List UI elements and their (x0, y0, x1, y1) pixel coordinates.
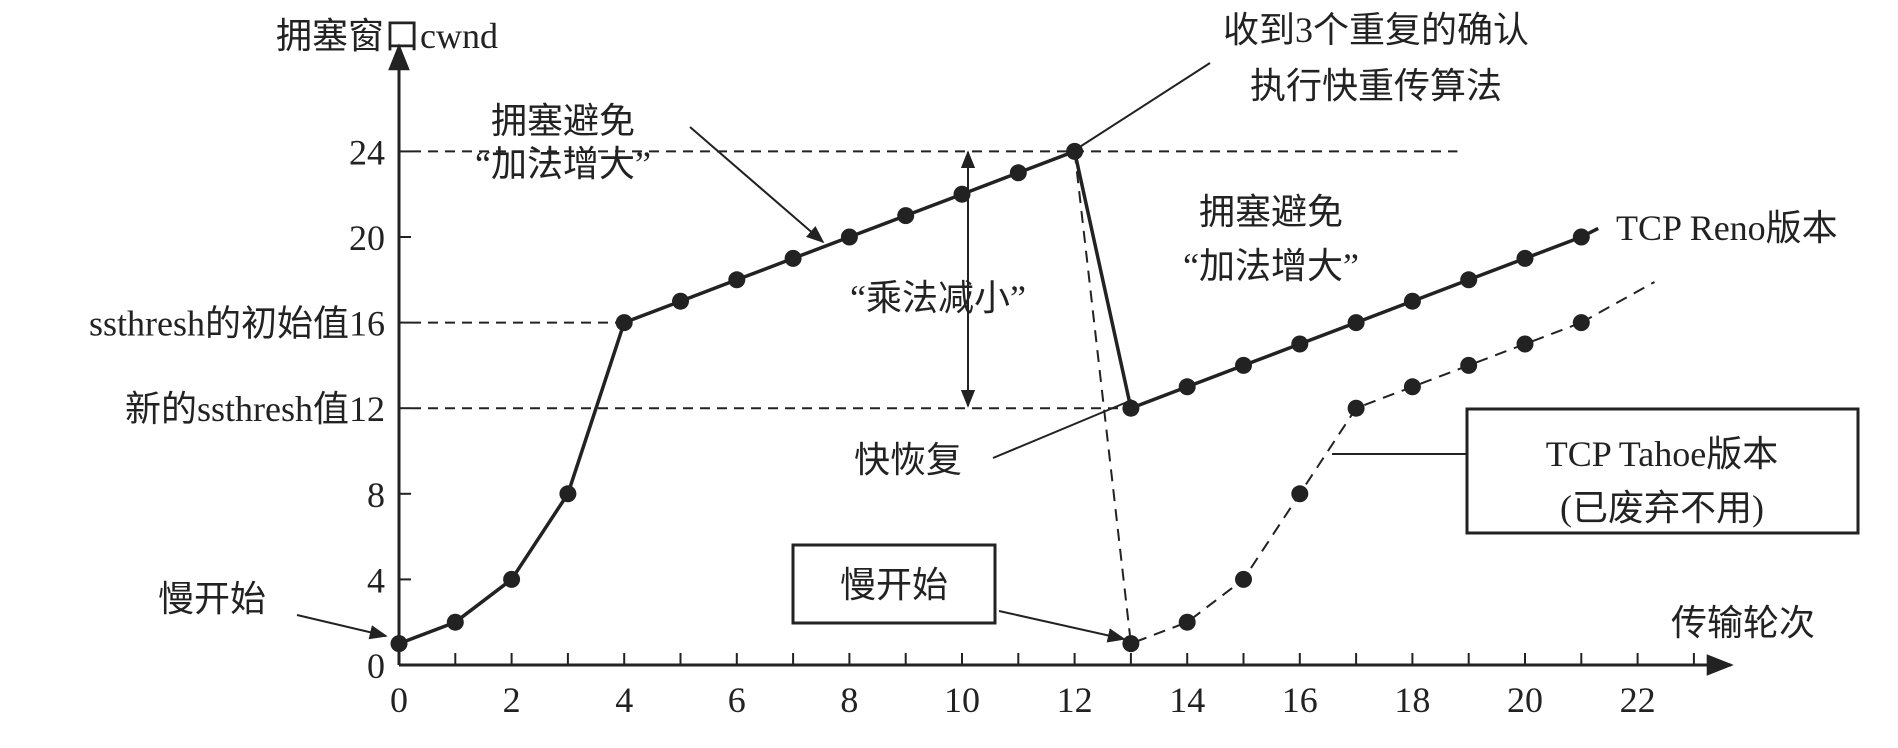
x-tick-label: 22 (1620, 680, 1656, 720)
tahoe-point (1347, 399, 1365, 417)
reno-point (615, 314, 633, 332)
reno-series-label: TCP Reno版本 (1616, 208, 1838, 248)
annotation-ca1-line1: 拥塞避免 (491, 101, 635, 141)
y-tick-label: ssthresh的初始值16 (89, 304, 385, 344)
reno-point (1572, 228, 1590, 246)
slow-start-box (791, 543, 997, 625)
ca1-arrow (689, 126, 825, 244)
x-tick-label: 10 (944, 680, 980, 720)
tahoe-point (1122, 635, 1140, 653)
reno-point (897, 207, 915, 225)
x-tick-label: 6 (728, 680, 746, 720)
y-tick-label: 20 (349, 218, 385, 258)
annotation-triple-ack-1: 收到3个重复的确认 (1223, 10, 1529, 50)
x-axis-title: 传输轮次 (1671, 603, 1815, 643)
fast-recovery-leader (992, 399, 1133, 459)
reno-point (728, 271, 746, 289)
tahoe-point (1516, 335, 1534, 353)
x-tick-label: 16 (1282, 680, 1318, 720)
slow-start-left-arrow (296, 614, 388, 640)
tahoe-point (1403, 378, 1421, 396)
annotation-ca2-line1: 拥塞避免 (1199, 192, 1343, 232)
reno-point (784, 249, 802, 267)
tahoe-series-label-2: (已废弃不用) (1560, 488, 1764, 528)
annotation-slow-start-left: 慢开始 (158, 579, 266, 619)
reno-point (1516, 249, 1534, 267)
tahoe-label-box (1465, 407, 1860, 535)
tahoe-point (1572, 314, 1590, 332)
reno-point (672, 292, 689, 310)
x-tick-label: 12 (1057, 680, 1093, 720)
tahoe-series-label-1: TCP Tahoe版本 (1546, 434, 1778, 474)
reno-point (1347, 314, 1365, 332)
reno-point (1178, 378, 1196, 396)
x-tick-label: 14 (1169, 680, 1205, 720)
annotation-slow-start-box: 慢开始 (840, 565, 948, 605)
reno-point (1235, 356, 1252, 374)
x-tick-label: 4 (615, 680, 633, 720)
y-axis-title: 拥塞窗口cwnd (276, 16, 498, 56)
tahoe-line-extension (1580, 281, 1655, 324)
annotation-ca1-line2: “加法增大” (475, 144, 651, 184)
annotation-ca2-line2: “加法增大” (1183, 246, 1359, 286)
y-tick-label: 0 (367, 646, 385, 686)
reno-point (840, 228, 858, 246)
x-tick-label: 20 (1507, 680, 1543, 720)
annotation-fast-recovery: 快恢复 (854, 440, 962, 480)
y-tick-label: 8 (367, 475, 385, 515)
reno-point (446, 613, 464, 631)
tahoe-line (1073, 151, 1582, 645)
x-tick-label: 0 (390, 680, 408, 720)
reno-point (503, 570, 521, 588)
reno-point (1403, 292, 1421, 310)
y-tick-label: 4 (367, 560, 385, 600)
triple-ack-leader (1074, 62, 1211, 151)
annotation-multiplicative-decrease: “乘法减小” (850, 278, 1026, 318)
tahoe-point (1235, 570, 1252, 588)
slow-start-box-arrow (998, 610, 1126, 643)
reno-point (1009, 164, 1027, 182)
y-tick-label: 新的ssthresh值12 (125, 389, 385, 429)
x-tick-label: 8 (840, 680, 858, 720)
x-tick-label: 18 (1394, 680, 1430, 720)
tahoe-point (1178, 613, 1196, 631)
reno-point (390, 635, 408, 653)
y-tick-label: 24 (349, 132, 385, 172)
reno-point (559, 485, 577, 503)
reno-point (1122, 399, 1140, 417)
reno-line (398, 149, 1582, 646)
tahoe-point (1460, 356, 1478, 374)
reno-point (1291, 335, 1309, 353)
x-tick-label: 2 (503, 680, 521, 720)
tahoe-point (1291, 485, 1309, 503)
annotation-triple-ack-2: 执行快重传算法 (1250, 66, 1502, 106)
reno-point (1460, 271, 1478, 289)
